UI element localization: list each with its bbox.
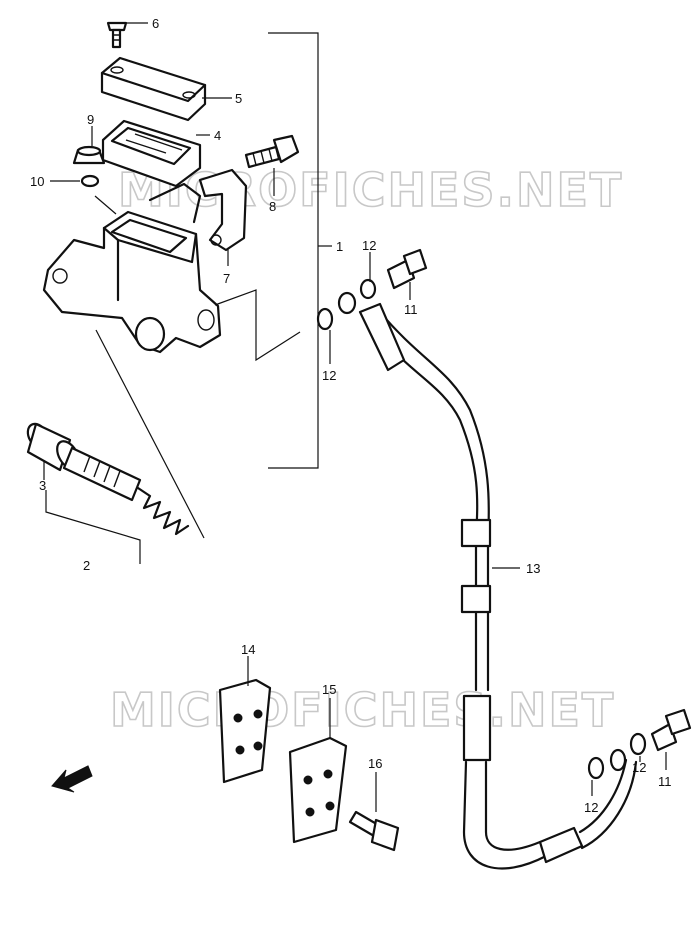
part-12-washer-b — [337, 291, 357, 315]
callout-3: 3 — [39, 478, 46, 493]
part-14-hose-clamp — [218, 678, 272, 784]
callout-8: 8 — [269, 199, 276, 214]
callout-5: 5 — [235, 91, 242, 106]
callout-14: 14 — [241, 642, 255, 657]
part-7-clamp-holder — [198, 168, 248, 252]
callout-11-bottom: 11 — [658, 774, 672, 789]
assembly-bracket — [268, 32, 319, 469]
callout-12-bottom: 12 — [584, 800, 598, 815]
callout-12-right: 12 — [632, 760, 646, 775]
callout-12-top: 12 — [362, 238, 376, 253]
part-9-boot — [72, 145, 106, 165]
callout-12-left: 12 — [322, 368, 336, 383]
part-5-reservoir-cap — [100, 56, 207, 122]
part-16-clamp-bolt — [348, 810, 400, 852]
watermark-bottom: MICROFICHES.NET — [110, 683, 615, 737]
callout-1: 1 — [336, 239, 343, 254]
part-2-piston-set — [26, 422, 190, 536]
part-12-washer-e — [629, 732, 647, 756]
part-4-diaphragm — [101, 119, 202, 188]
callout-4: 4 — [214, 128, 221, 143]
watermark-top: MICROFICHES.NET — [118, 163, 623, 217]
callout-11-top: 11 — [404, 302, 418, 317]
callout-9: 9 — [87, 112, 94, 127]
callout-13: 13 — [526, 561, 540, 576]
part-12-washer — [316, 307, 334, 331]
master-cylinder-body — [42, 182, 222, 354]
callout-15: 15 — [322, 682, 336, 697]
part-11-union-bolt — [386, 248, 428, 290]
part-6-cap-screw — [106, 21, 128, 49]
part-11-union-bolt-lower — [650, 708, 692, 752]
part-12-washer-d — [587, 756, 605, 780]
callout-2: 2 — [83, 558, 90, 573]
part-8-holder-bolt — [244, 134, 300, 169]
part-15-hose-clamp — [288, 736, 348, 844]
link-line — [95, 329, 205, 539]
link-line — [94, 195, 117, 215]
callout-6: 6 — [152, 16, 159, 31]
part-13-brake-hose — [358, 302, 638, 870]
callout-10: 10 — [30, 174, 44, 189]
front-direction-arrow-icon — [51, 765, 93, 793]
part-12-washer-c — [359, 278, 377, 300]
callout-16: 16 — [368, 756, 382, 771]
callout-7: 7 — [223, 271, 230, 286]
link-line — [214, 289, 301, 362]
part-10-washer — [80, 174, 100, 188]
callout-bracket-2 — [45, 490, 141, 564]
